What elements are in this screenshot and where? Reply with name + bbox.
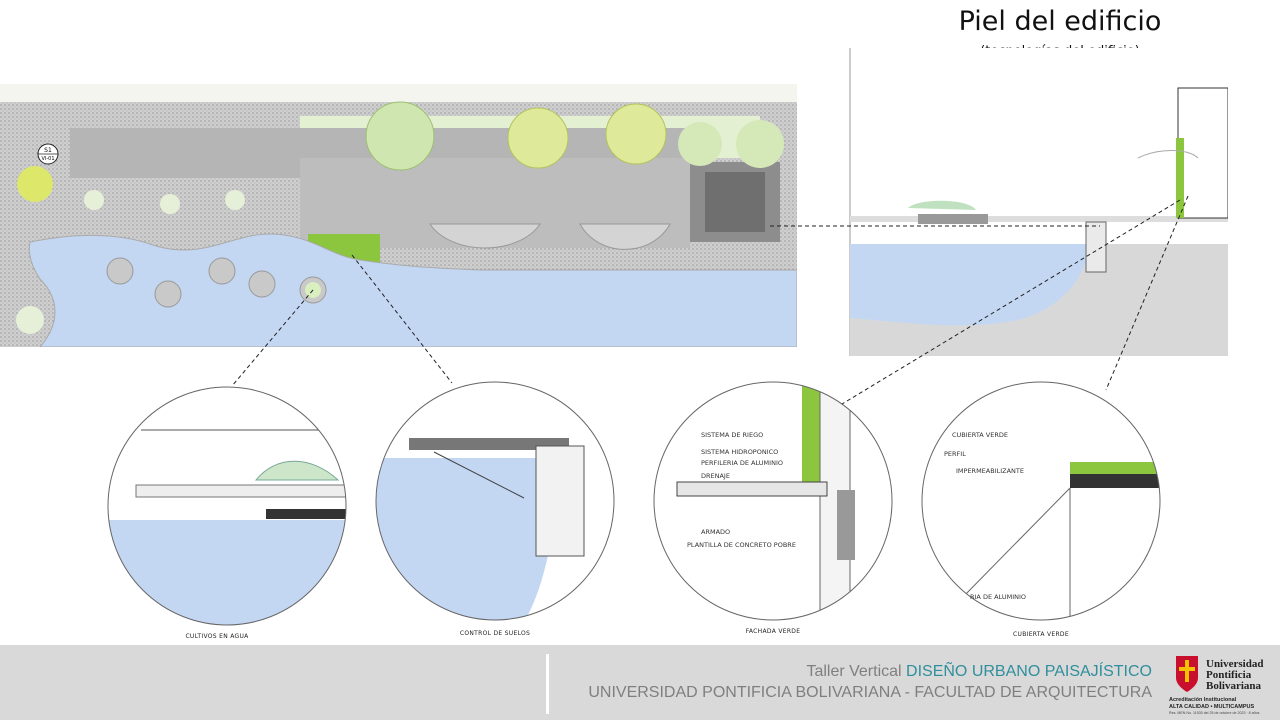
university-logo — [1176, 656, 1198, 692]
facade-label-aluminum: PERFILERIA DE ALUMINIO — [701, 459, 783, 467]
facade-label-irrigation: SISTEMA DE RIEGO — [701, 431, 763, 439]
footer-bar: Taller Vertical DISEÑO URBANO PAISAJÍSTI… — [0, 645, 1280, 720]
plan-marker-top: S1 — [44, 147, 52, 154]
facade-label-hydroponic: SISTEMA HIDROPONICO — [701, 448, 778, 456]
facade-label-drainage: DRENAJE — [701, 472, 730, 480]
detail-circle-green-facade: SISTEMA DE RIEGO SISTEMA HIDROPONICO PER… — [653, 381, 893, 621]
section-drawing — [818, 48, 1228, 356]
footer-institution: UNIVERSIDAD PONTIFICIA BOLIVARIANA - FAC… — [588, 684, 1152, 701]
facade-label-reinforcement: ARMADO — [701, 528, 730, 536]
logo-small-print: Res. MEN No. 11530 del 25 de octubre de … — [1169, 711, 1260, 715]
facade-label-concrete: PLANTILLA DE CONCRETO POBRE — [687, 541, 796, 549]
detail-circle-water-crops — [107, 386, 347, 626]
detail-circle-soil-control — [375, 381, 615, 621]
logo-accreditation-line1: Acreditación Institucional — [1169, 697, 1237, 703]
logo-name-line2: Pontificia — [1206, 669, 1252, 681]
roof-label-profile: PERFIL — [944, 450, 966, 458]
footer-divider — [546, 654, 549, 714]
logo-accreditation-line2: ALTA CALIDAD • MULTICAMPUS — [1169, 703, 1255, 710]
logo-name-line3: Bolivariana — [1206, 680, 1262, 692]
logo-name-line1: Universidad — [1206, 658, 1264, 670]
footer-course-title: Taller Vertical DISEÑO URBANO PAISAJÍSTI… — [806, 663, 1152, 681]
plan-marker-bottom: VI-01 — [41, 156, 54, 162]
roof-label-aluminum: RIA DE ALUMINIO — [970, 593, 1026, 601]
detail-caption-green-facade: FACHADA VERDE — [745, 628, 801, 635]
detail-caption-green-roof: CUBIERTA VERDE — [1013, 631, 1069, 638]
logo-accreditation: Acreditación Institucional ALTA CALIDAD … — [1169, 697, 1279, 710]
site-plan-drawing: S1 VI-01 — [0, 84, 797, 347]
footer-course-prefix: Taller Vertical — [806, 663, 907, 680]
footer-course-accent: DISEÑO URBANO PAISAJÍSTICO — [906, 663, 1152, 680]
detail-circle-green-roof: CUBIERTA VERDE PERFIL IMPERMEABILIZANTE … — [921, 381, 1161, 621]
page-title: Piel del edificio — [958, 6, 1162, 37]
detail-caption-water-crops: CULTIVOS EN AGUA — [185, 633, 249, 640]
detail-caption-soil-control: CONTROL DE SUELOS — [459, 630, 531, 637]
logo-university-name: Universidad Pontificia Bolivariana — [1206, 659, 1278, 692]
roof-label-green-roof: CUBIERTA VERDE — [952, 431, 1008, 439]
roof-label-waterproofing: IMPERMEABILIZANTE — [956, 467, 1024, 475]
